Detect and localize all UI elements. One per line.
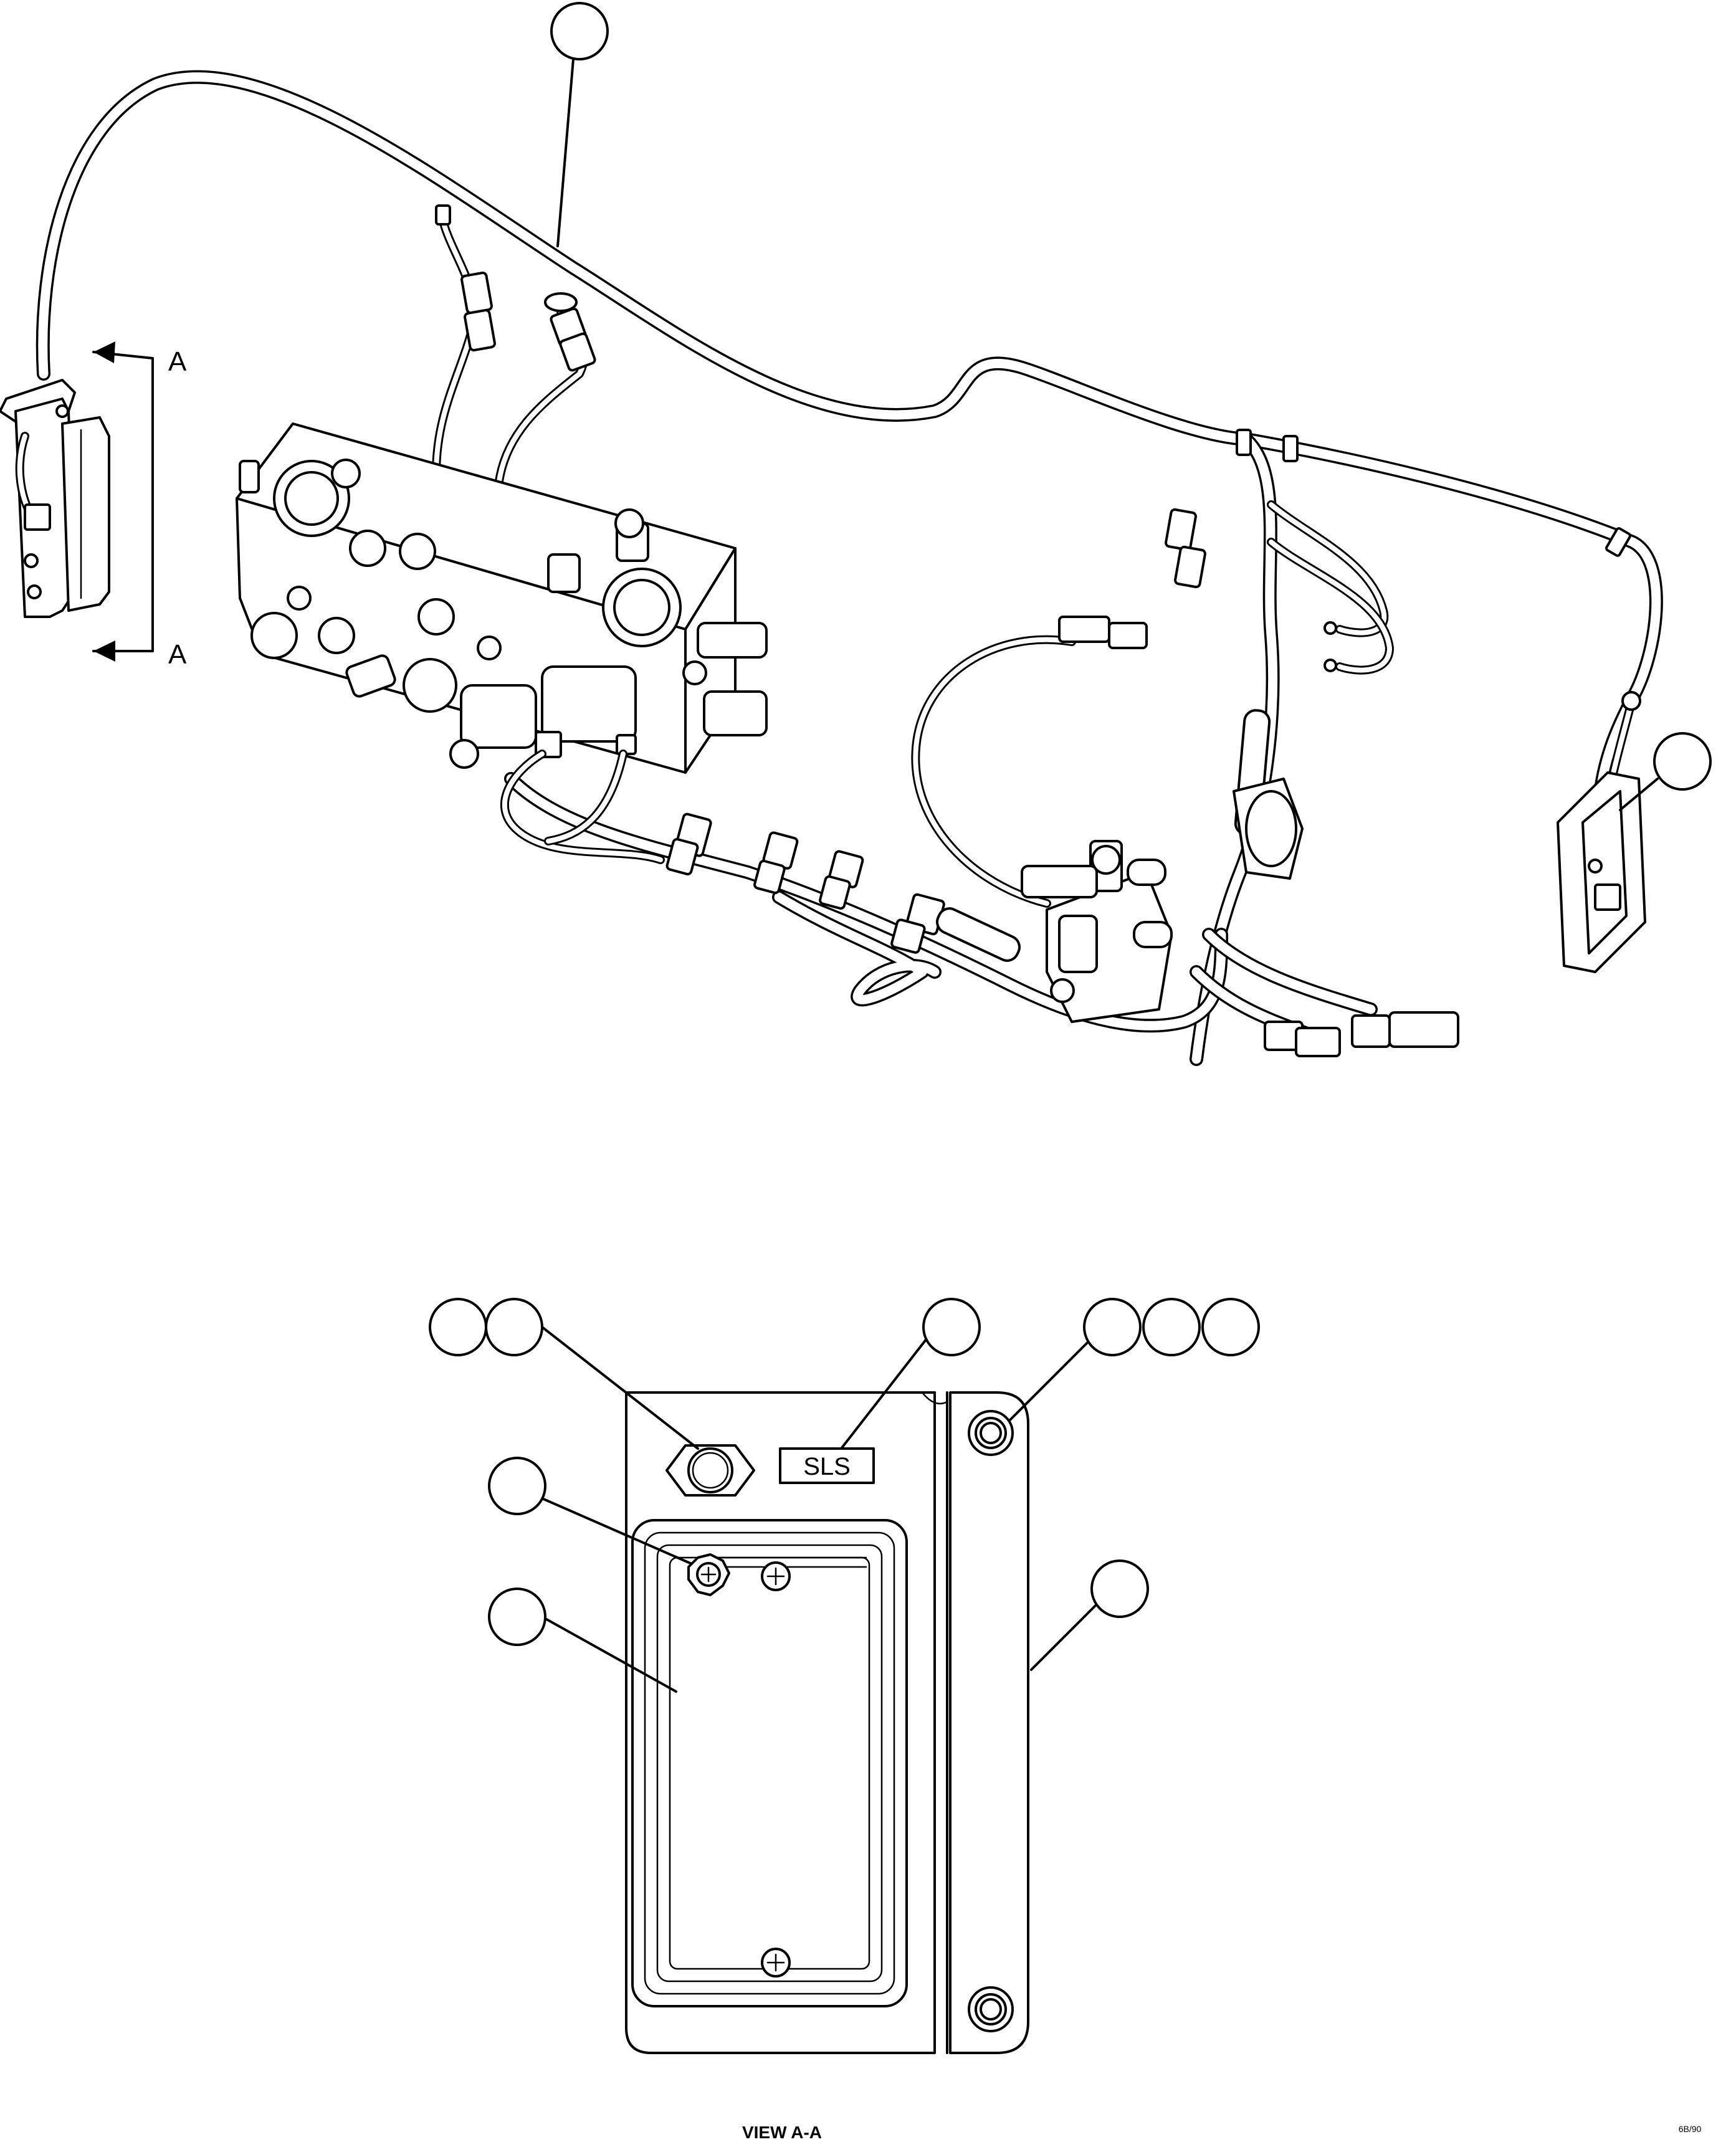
label-plate <box>779 1447 875 1484</box>
wire-harness-assembly: A A <box>0 2 1712 1066</box>
balloon-screw-c <box>1201 1298 1260 1356</box>
connector-lower-right <box>1264 1011 1459 1057</box>
connector-lower-2 <box>753 831 799 895</box>
harness-sleeve <box>936 907 1021 962</box>
connector-lower-3 <box>819 850 864 910</box>
connector-upper-right <box>1165 508 1206 589</box>
star-washer-screw <box>687 1553 730 1596</box>
right-switch <box>1557 771 1646 973</box>
cable-tie <box>1282 435 1299 462</box>
hydraulic-valve-block <box>236 422 768 774</box>
label-plate-text: SLS <box>803 1453 851 1480</box>
balloon-screw-b <box>1142 1298 1201 1356</box>
view-a-a-detail: SLS <box>429 1298 1702 2142</box>
connector-top-right <box>544 292 596 372</box>
balloon-label <box>922 1298 981 1356</box>
cable-tie <box>1605 527 1631 557</box>
section-arrow-top <box>93 341 115 363</box>
section-marker: A A <box>92 341 187 670</box>
section-letter-bottom: A <box>168 639 187 670</box>
drawing-id: 6B/90 <box>1679 2124 1702 2134</box>
phillips-screw-bottom <box>761 1948 791 1978</box>
small-valve-block <box>1021 778 1304 1023</box>
ring-terminal <box>1323 621 1337 635</box>
balloon-screw-a <box>1083 1298 1142 1356</box>
switch-cover <box>949 1391 1029 2054</box>
connector-top-left <box>435 204 496 352</box>
section-letter-top: A <box>168 346 187 377</box>
balloon-gasket <box>488 1588 546 1646</box>
balloon-right-switch <box>1653 732 1712 791</box>
main-harness-loop <box>36 70 1663 792</box>
balloon-fastener <box>488 1457 546 1515</box>
view-caption: VIEW A-A <box>742 2123 822 2142</box>
connector-lower-1 <box>665 812 712 875</box>
ring-terminal <box>1323 659 1337 672</box>
connector-middle <box>1058 616 1148 649</box>
section-arrow-bottom <box>93 640 115 662</box>
left-switch-bracket <box>0 379 110 618</box>
harness-side-loop <box>911 635 1076 908</box>
balloon-nut-b <box>485 1298 543 1356</box>
balloon-harness <box>550 2 609 60</box>
balloon-cover <box>1090 1559 1149 1618</box>
phillips-screw-top <box>761 1561 791 1591</box>
cable-tie <box>1621 691 1641 711</box>
gasket-outer <box>631 1519 908 2007</box>
connector-lower-4 <box>890 893 945 954</box>
balloon-nut-a <box>429 1298 487 1356</box>
cable-tie <box>1236 429 1252 456</box>
